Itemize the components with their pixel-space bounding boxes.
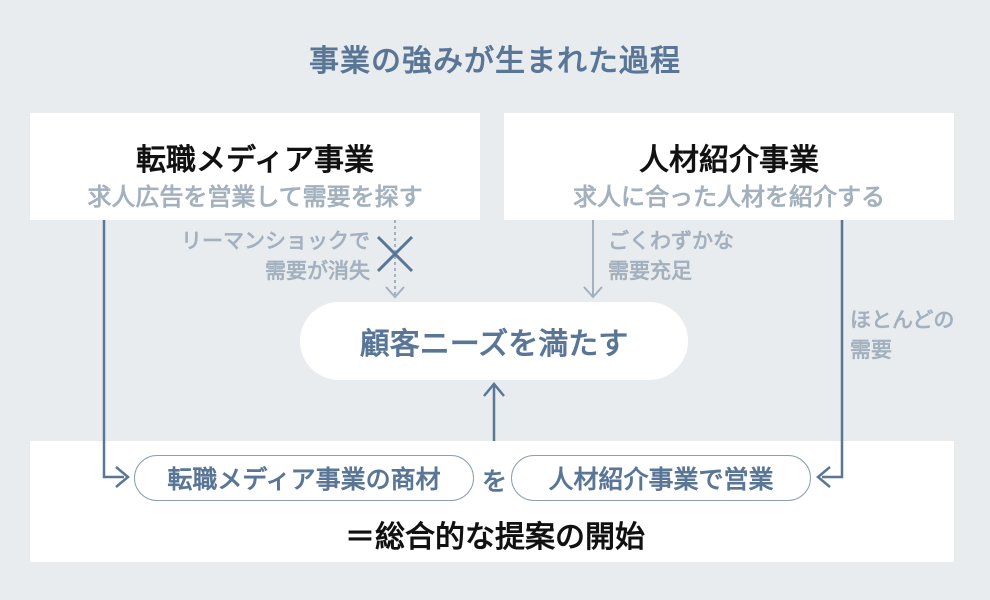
left-box-subtext: 求人広告を営業して需要を探す [87, 183, 423, 211]
right-box-heading: 人材紹介事業 [639, 143, 819, 178]
connector-wo: を [482, 467, 508, 496]
customer-needs-pill: 顧客ニーズを満たす [300, 302, 688, 380]
most-demand-note: ほとんどの 需要 [850, 305, 980, 365]
media-product-pill: 転職メディア事業の商材 [134, 455, 474, 501]
most-demand-note-line1: ほとんどの [850, 308, 955, 332]
left-box-heading: 転職メディア事業 [136, 143, 374, 178]
right-box: 人材紹介事業 求人に合った人材を紹介する [504, 113, 954, 220]
up-flow-arrowhead [483, 382, 505, 397]
right-box-subtext: 求人に合った人材を紹介する [573, 183, 885, 211]
lehman-dashed-arrowhead [385, 286, 405, 299]
few-demand-note-line1: ごくわずかな [608, 229, 734, 253]
left-flow-arrowhead [115, 466, 130, 488]
right-flow-arrowhead [816, 466, 831, 488]
left-box: 転職メディア事業 求人広告を営業して需要を探す [30, 113, 480, 220]
placement-sales-pill: 人材紹介事業で営業 [511, 455, 811, 501]
conclusion-text: ＝総合的な提案の開始 [345, 520, 645, 555]
few-demand-arrowhead [583, 286, 603, 299]
few-demand-note: ごくわずかな 需要充足 [608, 226, 808, 286]
few-demand-note-line2: 需要充足 [608, 259, 692, 283]
lehman-note: リーマンショックで 需要が消失 [150, 226, 370, 286]
cross-icon [376, 235, 414, 273]
lehman-note-line1: リーマンショックで [181, 229, 370, 253]
lehman-note-line2: 需要が消失 [265, 259, 370, 283]
left-flow-line [102, 220, 124, 479]
diagram-title: 事業の強みが生まれた過程 [309, 44, 681, 79]
most-demand-note-line2: 需要 [850, 338, 892, 362]
right-flow-line [822, 220, 844, 479]
